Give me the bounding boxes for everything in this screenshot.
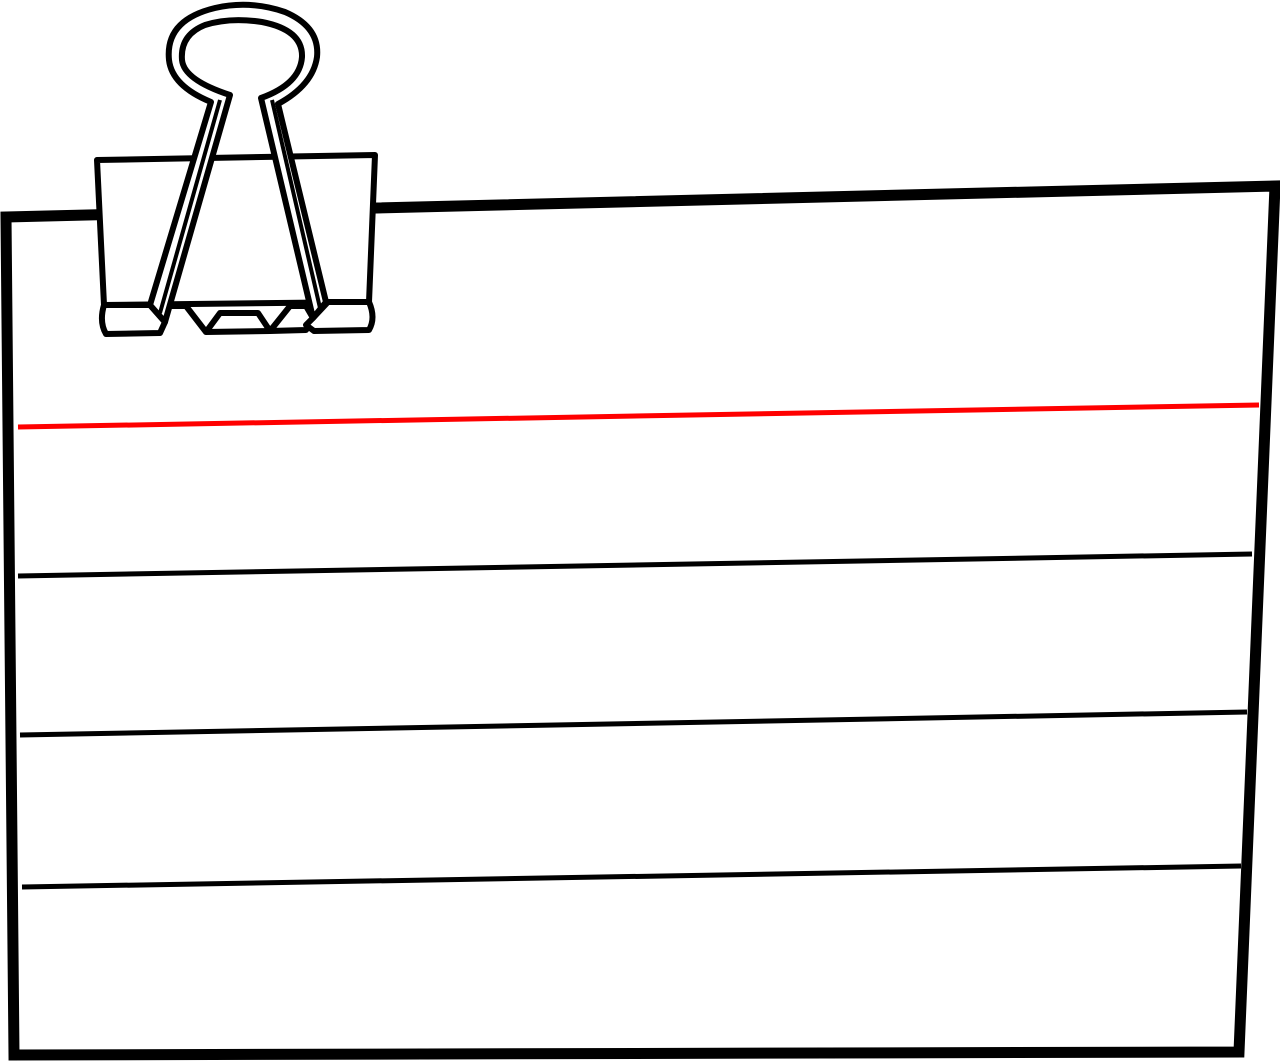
clip-jaw (98, 302, 168, 337)
clip-lever-inner (158, 99, 322, 314)
index-card (0, 180, 1280, 1061)
clip-lever (147, 1, 329, 325)
red-header-rule (17, 402, 1260, 430)
binder-clip-icon (94, 1, 378, 337)
ruled-line-3 (21, 863, 1242, 890)
ruled-line-1 (17, 551, 1253, 579)
clip-body (94, 152, 378, 308)
ruled-line-2 (19, 709, 1248, 738)
card-outline (0, 180, 1280, 1061)
